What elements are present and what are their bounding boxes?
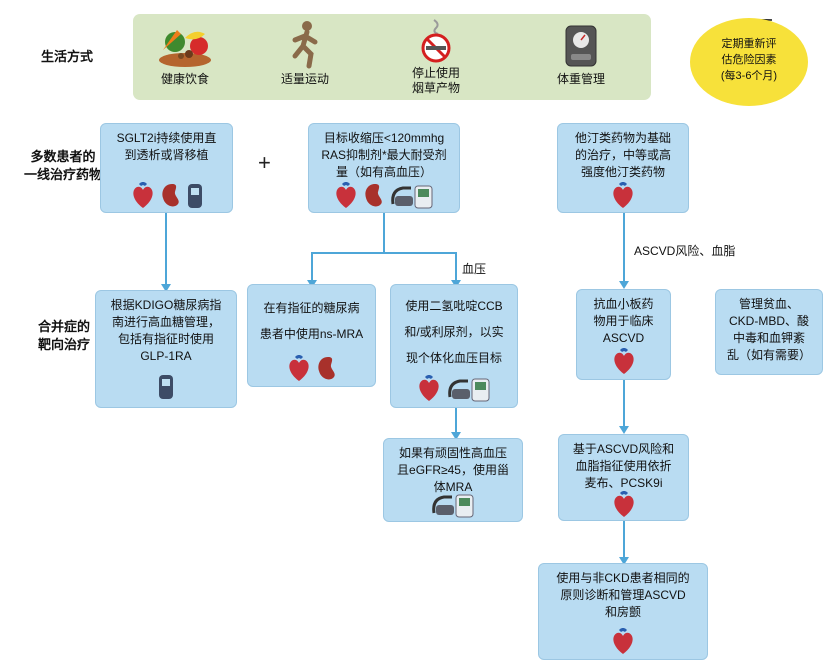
box-ccb-icons <box>391 375 517 403</box>
lifestyle-label-diet: 健康饮食 <box>160 72 209 86</box>
connector-bp-horizontal <box>311 252 456 254</box>
box-non-ckd-icons <box>539 628 707 656</box>
box-antiplatelet-icons <box>577 348 670 376</box>
edge-label-bp: 血压 <box>462 262 487 276</box>
box-ns-mra: 在有指征的糖尿病 患者中使用ns-MRA <box>247 284 376 387</box>
kidney-icon <box>161 184 179 207</box>
lifestyle-label-exercise: 适量运动 <box>280 72 329 86</box>
box-statin: 他汀类药物为基础 的治疗，中等或高 强度他汀类药物 <box>557 123 689 213</box>
plus-sign: + <box>258 150 271 175</box>
reassess-circle: 定期重新评 估危险因素 (每3-6个月) <box>690 18 808 106</box>
glucose-meter-icon <box>159 375 173 399</box>
box-bp-target: 目标收缩压<120mmhg RAS抑制剂*最大耐受剂 量（如有高血压） <box>308 123 460 213</box>
edge-label-ascvd: ASCVD风险、血脂 <box>634 244 736 258</box>
heart-icon <box>132 182 153 208</box>
no-smoking-icon <box>421 19 451 63</box>
lifestyle-item-exercise: 适量运动 <box>265 20 345 87</box>
lifestyle-item-diet: 健康饮食 <box>145 20 225 87</box>
box-kdigo: 根据KDIGO糖尿病指 南进行高血糖管理， 包括有指征时使用 GLP-1RA <box>95 290 237 408</box>
box-statin-text: 他汀类药物为基础 的治疗，中等或高 强度他汀类药物 <box>574 131 671 179</box>
lifestyle-label-weight: 体重管理 <box>556 72 605 86</box>
row-label-first-line: 多数患者的 一线治疗药物 <box>23 149 102 182</box>
kidney-icon <box>317 357 335 380</box>
box-non-ckd: 使用与非CKD患者相同的 原则诊断和管理ASCVD 和房颤 <box>538 563 708 660</box>
kidney-icon <box>365 184 382 207</box>
heart-icon <box>419 375 439 401</box>
box-non-ckd-text: 使用与非CKD患者相同的 原则诊断和管理ASCVD 和房颤 <box>556 571 690 619</box>
glucose-meter-icon <box>187 184 202 208</box>
arrowhead-ezetimibe <box>619 426 629 434</box>
lifestyle-item-weight: 体重管理 <box>541 22 621 87</box>
heart-icon <box>613 182 633 208</box>
box-sglt2: SGLT2i持续使用直 到透析或肾移植 <box>100 123 233 213</box>
box-resistant: 如果有顽固性高血压 且eGFR≥45，使用甾 体MRA <box>383 438 523 522</box>
box-anemia: 管理贫血、 CKD-MBD、酸 中毒和血钾紊 乱（如有需要） <box>715 289 823 375</box>
box-antiplatelet-text: 抗血小板药 物用于临床 ASCVD <box>593 297 654 345</box>
heart-icon <box>613 491 634 517</box>
healthy-food-icon <box>159 30 211 67</box>
row-label-lifestyle: 生活方式 <box>40 49 93 64</box>
blood-pressure-monitor-icon <box>432 494 474 518</box>
arrowhead-antiplatelet <box>619 281 629 289</box>
arrowhead-nonckd <box>619 557 629 565</box>
box-sglt2-icons <box>101 182 232 210</box>
box-statin-icons <box>558 182 688 210</box>
heart-icon <box>613 628 633 654</box>
box-ccb: 使用二氢吡啶CCB 和/或利尿剂，以实 现个体化血压目标 <box>390 284 518 408</box>
heart-icon <box>336 182 356 208</box>
box-ezetimibe: 基于ASCVD风险和 血脂指征使用依折 麦布、PCSK9i <box>558 434 689 521</box>
box-resistant-icons <box>384 491 522 519</box>
connector-ezetimibe-nonckd <box>623 521 625 561</box>
box-ezetimibe-icons <box>559 491 688 519</box>
box-resistant-text: 如果有顽固性高血压 且eGFR≥45，使用甾 体MRA <box>397 446 509 494</box>
running-person-icon <box>292 21 318 69</box>
arrowhead-kdigo <box>161 284 171 292</box>
box-kdigo-text: 根据KDIGO糖尿病指 南进行高血糖管理， 包括有指征时使用 GLP-1RA <box>110 298 222 363</box>
connector-statin-antiplatelet <box>623 213 625 285</box>
box-ccb-text: 使用二氢吡啶CCB 和/或利尿剂，以实 现个体化血压目标 <box>404 299 504 365</box>
lifestyle-item-smoking: 停止使用 烟草产物 <box>391 18 481 96</box>
connector-bp-down <box>383 213 385 253</box>
box-kdigo-icons <box>96 373 236 401</box>
lifestyle-banner: 健康饮食 适量运动 停止使用 烟草产物 体重管理 <box>133 14 651 100</box>
box-sglt2-text: SGLT2i持续使用直 到透析或肾移植 <box>116 131 217 162</box>
lifestyle-label-smoking: 停止使用 烟草产物 <box>411 66 460 95</box>
blood-pressure-monitor-icon <box>448 378 490 402</box>
box-bp-target-text: 目标收缩压<120mmhg RAS抑制剂*最大耐受剂 量（如有高血压） <box>321 131 447 179</box>
box-bp-target-icons <box>309 182 459 210</box>
reassess-text: 定期重新评 估危险因素 (每3-6个月) <box>720 38 778 82</box>
box-ns-mra-icons <box>248 355 375 383</box>
blood-pressure-monitor-icon <box>391 185 433 209</box>
box-anemia-text: 管理贫血、 CKD-MBD、酸 中毒和血钾紊 乱（如有需要） <box>726 297 811 362</box>
heart-icon <box>613 348 634 374</box>
box-ezetimibe-text: 基于ASCVD风险和 血脂指征使用依折 麦布、PCSK9i <box>572 442 675 490</box>
arrowhead-resistant <box>451 432 461 440</box>
row-label-targeted: 合并症的 靶向治疗 <box>37 319 90 352</box>
connector-sglt2-kdigo <box>165 213 167 289</box>
connector-antiplatelet-ezetimibe <box>623 380 625 430</box>
connector-ccb-resistant <box>455 408 457 436</box>
connector-bp-left <box>311 252 313 283</box>
box-ns-mra-text: 在有指征的糖尿病 患者中使用ns-MRA <box>259 301 364 341</box>
box-antiplatelet: 抗血小板药 物用于临床 ASCVD <box>576 289 671 380</box>
heart-icon <box>288 355 309 381</box>
weight-scale-icon <box>565 25 597 67</box>
connector-bp-right <box>455 252 457 283</box>
